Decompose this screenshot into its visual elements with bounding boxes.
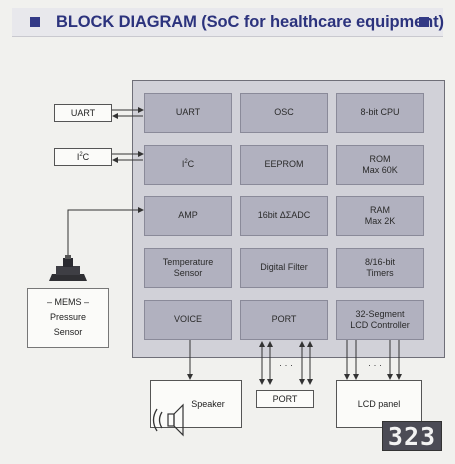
title-bar: BLOCK DIAGRAM (SoC for healthcare equipm… bbox=[12, 8, 444, 37]
lcd-ellipsis: · · · bbox=[368, 360, 382, 370]
external-uart-box: UART bbox=[54, 104, 112, 122]
pressure-label: Pressure bbox=[49, 312, 86, 322]
lcd-panel-box: LCD panel bbox=[336, 380, 422, 428]
speaker-box: Speaker bbox=[150, 380, 242, 428]
title-square-left-icon bbox=[30, 17, 40, 27]
diagram-title: BLOCK DIAGRAM (SoC for healthcare equipm… bbox=[56, 13, 444, 31]
port-ellipsis: · · · bbox=[279, 360, 293, 370]
block-uart: UART bbox=[144, 93, 232, 133]
block-amp: AMP bbox=[144, 196, 232, 236]
block-i2c: I2C bbox=[144, 145, 232, 185]
block-eeprom: EEPROM bbox=[240, 145, 328, 185]
external-i2c-box: I2C bbox=[54, 148, 112, 166]
mems-label: – MEMS – bbox=[46, 297, 89, 307]
mems-to-amp-wire bbox=[67, 207, 144, 262]
block-port: PORT bbox=[240, 300, 328, 340]
title-square-right-icon bbox=[419, 17, 429, 27]
lcd-readout: 323 bbox=[382, 421, 442, 451]
speaker-icon bbox=[152, 403, 184, 437]
mems-pressure-sensor-box: – MEMS – Pressure Sensor bbox=[27, 288, 109, 348]
block-adc: 16bit ΔΣADC bbox=[240, 196, 328, 236]
pressure-sensor-icon bbox=[49, 255, 87, 281]
sensor-label: Sensor bbox=[53, 327, 83, 337]
external-port-box: PORT bbox=[256, 390, 314, 408]
block-digital-filter: Digital Filter bbox=[240, 248, 328, 288]
block-osc: OSC bbox=[240, 93, 328, 133]
block-voice: VOICE bbox=[144, 300, 232, 340]
block-cpu: 8-bit CPU bbox=[336, 93, 424, 133]
